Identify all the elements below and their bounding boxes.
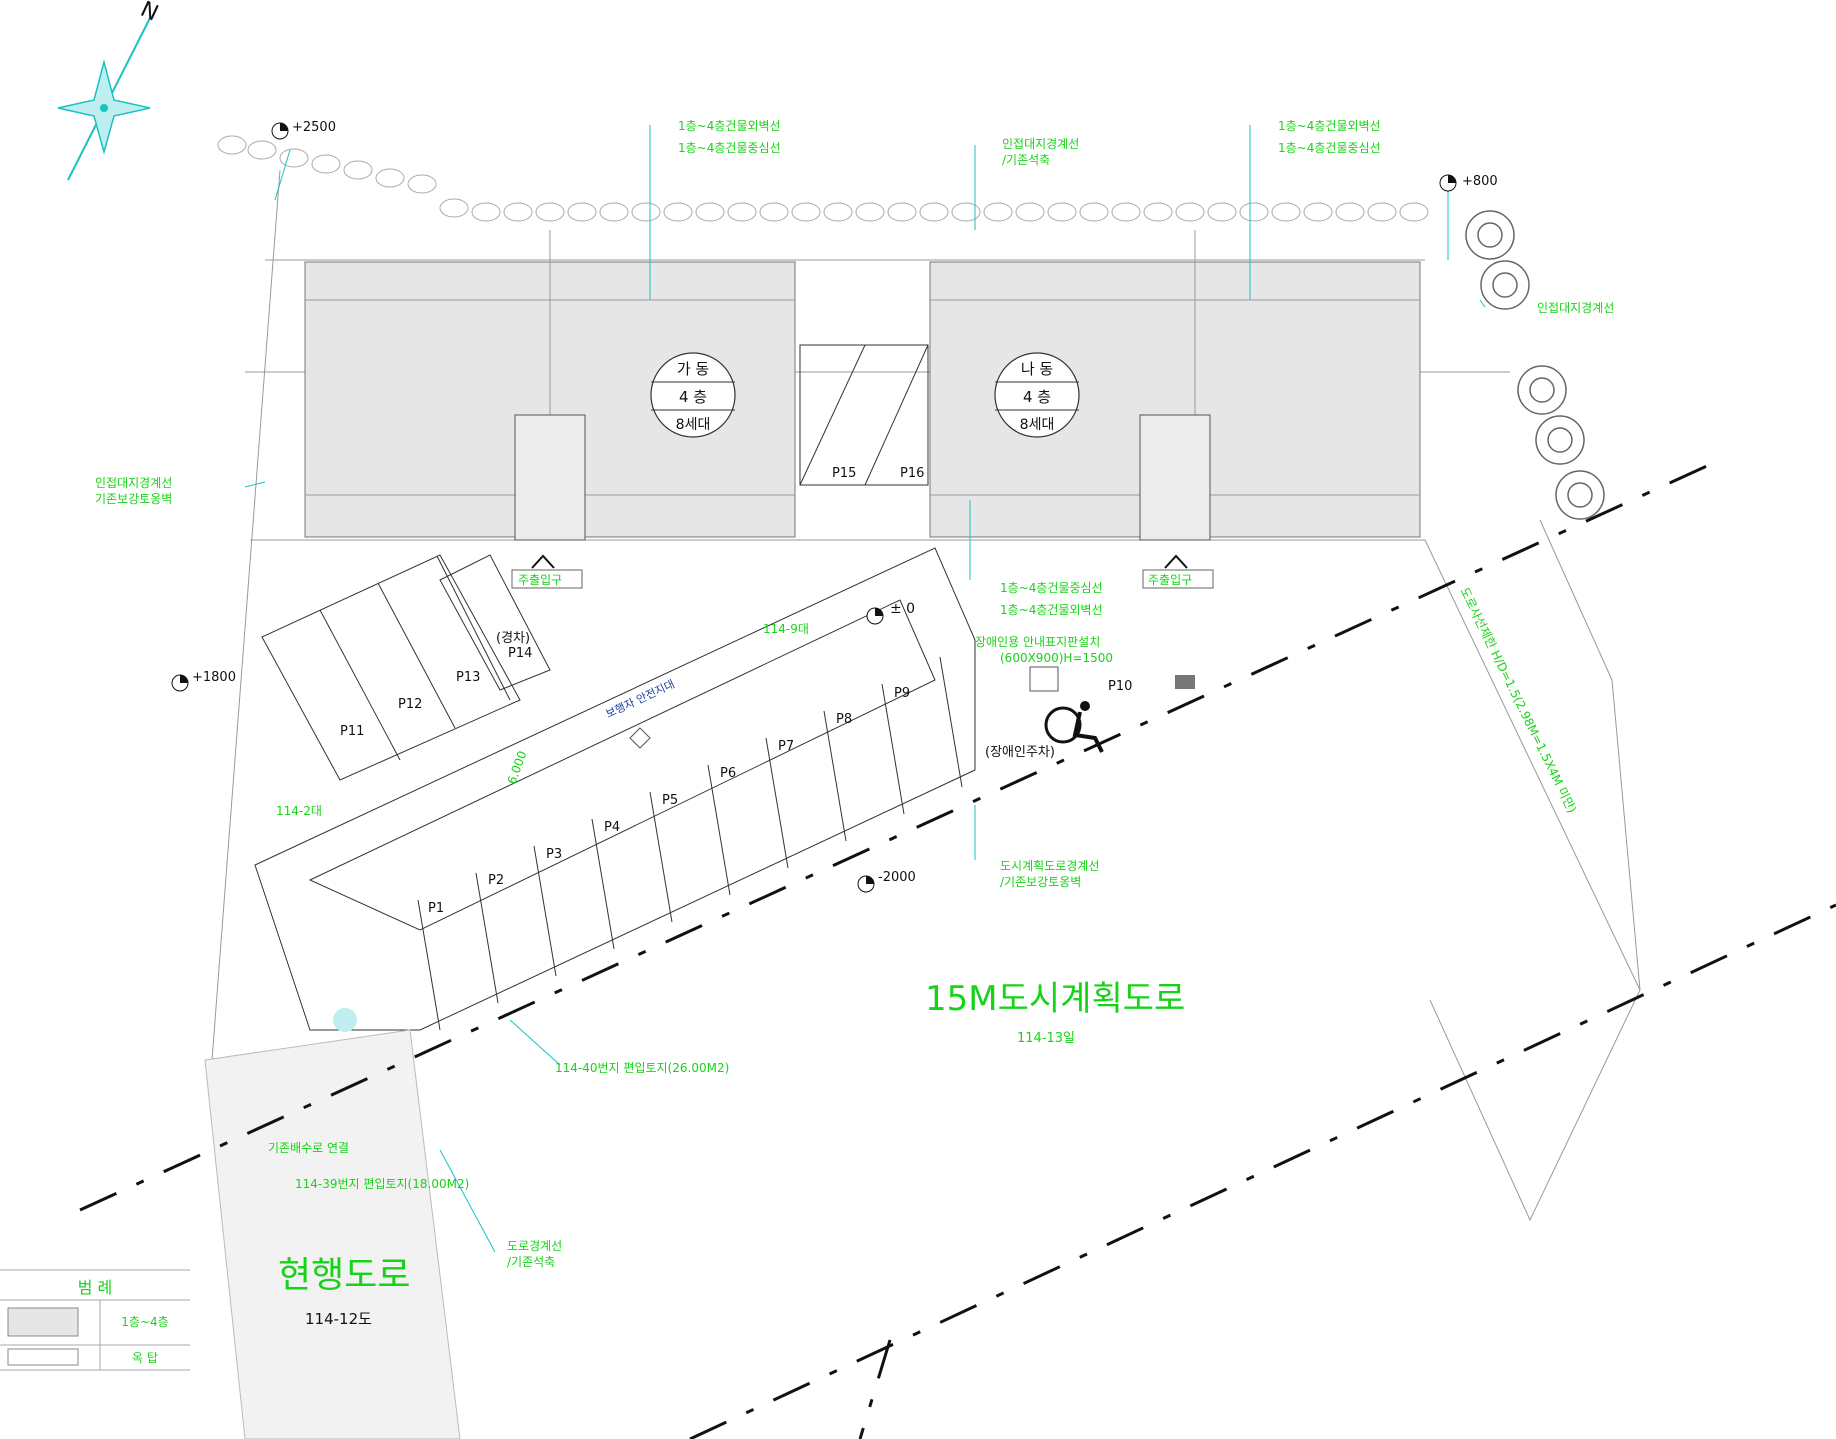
parking-stall-label: P3 [546,847,562,862]
parking-stall-label: P4 [604,820,620,835]
annotation-note: /기존보강토옹벽 [1000,875,1081,889]
accessible-sign-icon [1029,666,1059,692]
parking-south-stalls [417,656,963,1031]
annotation-note: /기존석축 [1002,153,1050,167]
annotation-note: 보행자 안전지대 [604,678,677,721]
road-cross-line [858,1339,892,1439]
annotation-note: 1층~4층건물외벽선 [1000,603,1103,617]
road-boundary-line [79,458,1721,1212]
parking-stall-label: P13 [456,670,480,685]
level-label: +800 [1462,174,1498,189]
existing-road-lot: 114-12도 [305,1310,372,1328]
annotation-note: 1층~4층건물중심선 [1278,141,1381,155]
level-label: +1800 [192,670,236,685]
annotation-note: 인접대지경계선 [1002,137,1079,151]
compact-car-label: (경차) [496,631,530,646]
entrance-na [1142,554,1214,589]
site-boundary [211,149,1641,1222]
entrance-ga [511,554,583,589]
annotation-note: 인접대지경계선 [95,476,172,490]
parking-stall-label: P11 [340,724,364,739]
entrance-na-label: 주출입구 [1148,573,1192,587]
level-marker-icon [171,122,1457,893]
existing-road-area [204,1029,461,1439]
parking-stall-label: P15 [832,466,856,481]
annotation-note: 1층~4층건물외벽선 [678,119,781,133]
accessible-parking-label: (장애인주차) [985,745,1055,760]
legend [0,1269,190,1371]
road-centre-line [689,903,1836,1439]
annotation-note: 114-39번지 편입토지(18.00M2) [295,1177,469,1191]
planned-road-lot: 114-13일 [1017,1031,1075,1046]
annotation-note: 도로사선제한 H/D=1.5(2.98M=1.5X4M 미만) [1457,585,1579,815]
parking-stall-label: P10 [1108,679,1132,694]
annotation-note: /기존석축 [507,1255,555,1269]
parking-stall-label: P2 [488,873,504,888]
parking-stall-label: P16 [900,466,924,481]
annotation-note: 1층~4층건물중심선 [1000,581,1103,595]
annotation-note: 도시계획도로경계선 [1000,859,1099,873]
north-label: N [137,0,162,27]
parking-center [799,344,929,486]
compass-icon [57,17,151,181]
parking-stall-label: P1 [428,901,444,916]
parking-stall-label: P9 [894,686,910,701]
annotation-note: 114-9대 [763,622,809,636]
level-label: -2000 [878,870,916,885]
planned-road-name: 15M도시계획도로 [925,979,1185,1019]
parking-stall-label: P8 [836,712,852,727]
building-na-units: 8세대 [1020,417,1055,433]
annotation-note: 1층~4층건물외벽선 [1278,119,1381,133]
safety-zone-icon [629,727,651,749]
building-na-floors: 4 층 [1023,388,1051,406]
legend-swatch-floors [7,1307,79,1337]
stone-wall-north [217,135,1429,222]
annotation-note: 도로경계선 [507,1239,562,1253]
entrance-ga-label: 주출입구 [518,573,562,587]
annotation-note: (600X900)H=1500 [1000,651,1113,665]
annotation-note: 인접대지경계선 [1537,301,1614,315]
leader-lines [244,125,1486,1253]
building-ga-name: 가 동 [677,360,710,378]
annotation-note: 기존보강토옹벽 [95,492,172,506]
driveway [254,547,976,1031]
existing-road-name: 현행도로 [278,1255,410,1296]
tree-icon [1465,210,1605,520]
parking-stall-label: P7 [778,739,794,754]
dimension-label: 6.000 [505,749,530,786]
parking-stall-label: P14 [508,646,532,661]
building-ga-units: 8세대 [676,417,711,433]
annotation-note: 1층~4층건물중심선 [678,141,781,155]
annotation-note: 114-40번지 편입토지(26.00M2) [555,1061,729,1075]
parking-stall-label: P12 [398,697,422,712]
building-ga-floors: 4 층 [679,388,707,406]
annotation-note: 기존배수로 연결 [268,1141,349,1155]
annotation-note: 장애인용 안내표지판설치 [975,635,1100,649]
legend-swatch-rooftop [7,1348,79,1366]
level-label: ± 0 [890,601,915,617]
sign-post [1175,675,1195,689]
building-na-label: 나 동 4 층 8세대 [994,352,1080,438]
legend-row-label: 1층~4층 [121,1315,168,1329]
parking-stall-label: P6 [720,766,736,781]
legend-title: 범 례 [78,1278,113,1297]
drain-icon [333,1008,357,1032]
building-na-name: 나 동 [1021,360,1054,378]
annotation-note: 114-2대 [276,804,322,818]
level-label: +2500 [292,120,336,135]
legend-row-label: 옥 탑 [132,1351,158,1365]
building-ga-label: 가 동 4 층 8세대 [650,352,736,438]
parking-stall-label: P5 [662,793,678,808]
